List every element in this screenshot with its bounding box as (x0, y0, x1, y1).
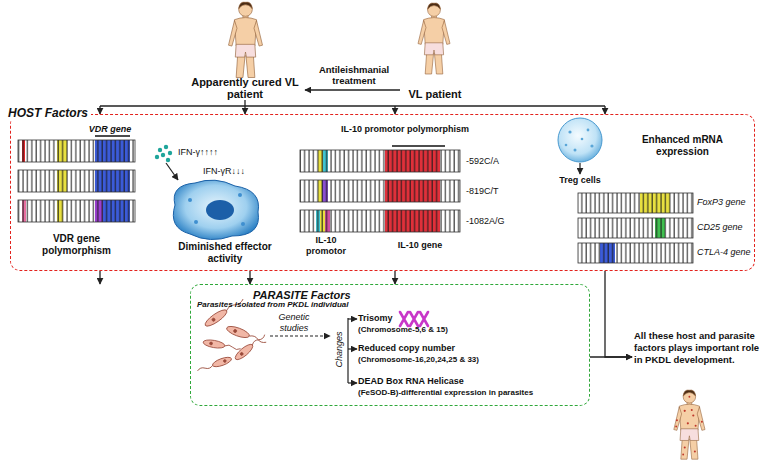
vl-patient-figure (418, 3, 450, 74)
treg-gene-bars (578, 193, 693, 263)
node-label: Parasites isolated from PKDL individual (197, 300, 269, 403)
annotation-text: (Chromosome-16,20,24,25 & 33) (358, 355, 578, 365)
annotation-text: (FeSOD-B)-differential expression in par… (358, 388, 588, 398)
annotation-text: Changes (334, 329, 345, 371)
node-label: VL patient (400, 88, 470, 100)
node-label: PARASITE Factors (253, 288, 351, 302)
connector-arrow (305, 89, 400, 90)
vdr-gene-bars (18, 136, 135, 222)
cured-patient-figure (229, 2, 263, 77)
annotation-text: -592C/A (466, 156, 516, 167)
annotation-text: VDR gene (80, 124, 140, 135)
annotation-text: IL-10 promotor polymorphism (330, 124, 480, 135)
connector-arrow (244, 100, 245, 114)
edge-label: Antileishmanial treatment (310, 64, 398, 86)
annotation-text: FoxP3 gene (697, 197, 755, 208)
annotation-text: Treg cells (548, 175, 612, 186)
annotation-text: IL-10 gene (380, 240, 460, 251)
annotation-text: (Chromosome-5,6 & 15) (358, 325, 578, 335)
chromosome-symbol (400, 312, 428, 326)
annotation-text: CTLA-4 gene (697, 247, 755, 258)
node-label: HOST Factors (5, 106, 91, 121)
ifn-macrophage (155, 145, 259, 240)
node-label: All these host and parasite factors play… (634, 330, 765, 366)
branch-arrows (100, 106, 605, 284)
annotation-text: VDR gene polymorphism (18, 233, 135, 257)
conclusion-node: All these host and parasite factors play… (632, 330, 765, 461)
treg-cell (558, 118, 602, 174)
annotation-text: Genetic studies (266, 312, 322, 334)
annotation-text: IL-10 promotor (296, 235, 356, 257)
annotation-text: Diminished effector activity (160, 241, 290, 265)
connector-arrow (605, 271, 632, 357)
node-label: Apparently cured VL patient (185, 76, 305, 100)
annotation-text: IFN-γR↓↓↓ (203, 166, 273, 177)
annotation-text: -1082A/G (466, 216, 516, 227)
pkdl-patient-figure (674, 390, 705, 459)
patient-node: Apparently cured VL patient (185, 0, 305, 100)
connector-arrow (590, 356, 632, 357)
annotation-text: IFN-γ↑↑↑↑ (178, 147, 248, 158)
il10-gene-bars (300, 146, 460, 232)
annotation-text: Enhanced mRNA expression (625, 134, 740, 158)
annotation-text: DEAD Box RNA Helicase (358, 376, 578, 387)
annotation-text: Trisomy (358, 313, 458, 324)
annotation-text: CD25 gene (697, 222, 755, 233)
annotation-text: -819C/T (466, 186, 516, 197)
patient-node: VL patient (400, 0, 470, 100)
annotation-text: Reduced copy number (358, 343, 578, 354)
parasite-group: Parasites isolated from PKDL individual (197, 297, 269, 403)
